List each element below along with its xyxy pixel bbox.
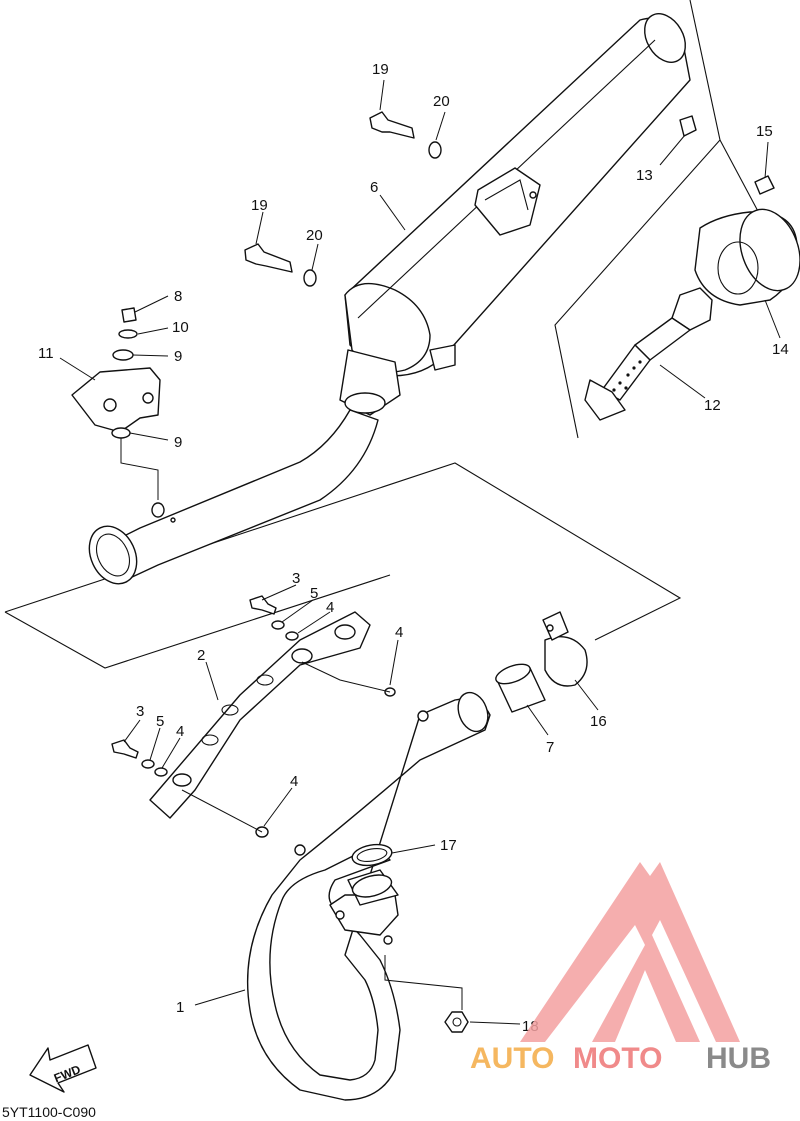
mounting-bolts bbox=[244, 111, 442, 287]
muffler-bracket bbox=[71, 307, 161, 500]
callout-17: 17 bbox=[440, 837, 457, 854]
callout-3a: 3 bbox=[292, 570, 300, 587]
exhaust-rear-pipe bbox=[88, 409, 379, 585]
callout-numbers: 1 2 3 3 4 4 4 4 5 5 6 7 8 9 9 10 11 12 1… bbox=[38, 61, 789, 1035]
small-parts bbox=[351, 611, 588, 1033]
callout-4c: 4 bbox=[176, 723, 184, 740]
spark-arrestor bbox=[584, 115, 800, 421]
callout-16: 16 bbox=[590, 713, 607, 730]
callout-15: 15 bbox=[756, 123, 773, 140]
callout-20b: 20 bbox=[306, 227, 323, 244]
front-exhaust-pipe bbox=[246, 691, 491, 1101]
callout-4a: 4 bbox=[326, 599, 334, 616]
callout-12: 12 bbox=[704, 397, 721, 414]
automotohub-logo: AUTO MOTO HUB bbox=[470, 862, 771, 1075]
callout-19a: 19 bbox=[372, 61, 389, 78]
callout-13: 13 bbox=[636, 167, 653, 184]
forward-arrow-icon: FWD bbox=[29, 1044, 97, 1093]
callout-5b: 5 bbox=[156, 713, 164, 730]
callout-1: 1 bbox=[176, 999, 184, 1016]
callout-7: 7 bbox=[546, 739, 554, 756]
heat-protector bbox=[111, 595, 396, 838]
callout-leaders bbox=[59, 79, 781, 1025]
callout-11: 11 bbox=[38, 345, 54, 362]
callout-4b: 4 bbox=[395, 624, 403, 641]
logo-word-moto: MOTO bbox=[573, 1042, 662, 1075]
callout-6: 6 bbox=[370, 179, 378, 196]
callout-3b: 3 bbox=[136, 703, 144, 720]
callout-14: 14 bbox=[772, 341, 789, 358]
logo-word-auto: AUTO bbox=[470, 1042, 554, 1075]
callout-4d: 4 bbox=[290, 773, 298, 790]
muffler-body bbox=[344, 13, 691, 377]
diagram-code: 5YT1100-C090 bbox=[2, 1104, 96, 1120]
callout-10: 10 bbox=[172, 319, 189, 336]
callout-20a: 20 bbox=[433, 93, 450, 110]
muffler-inlet-pipe bbox=[339, 349, 401, 416]
assembly-frames bbox=[4, 0, 761, 669]
callout-9a: 9 bbox=[174, 348, 182, 365]
callout-9b: 9 bbox=[174, 434, 182, 451]
callout-8: 8 bbox=[174, 288, 182, 305]
callout-2: 2 bbox=[197, 647, 205, 664]
logo-word-hub: HUB bbox=[706, 1042, 771, 1075]
callout-5a: 5 bbox=[310, 585, 318, 602]
callout-19b: 19 bbox=[251, 197, 268, 214]
